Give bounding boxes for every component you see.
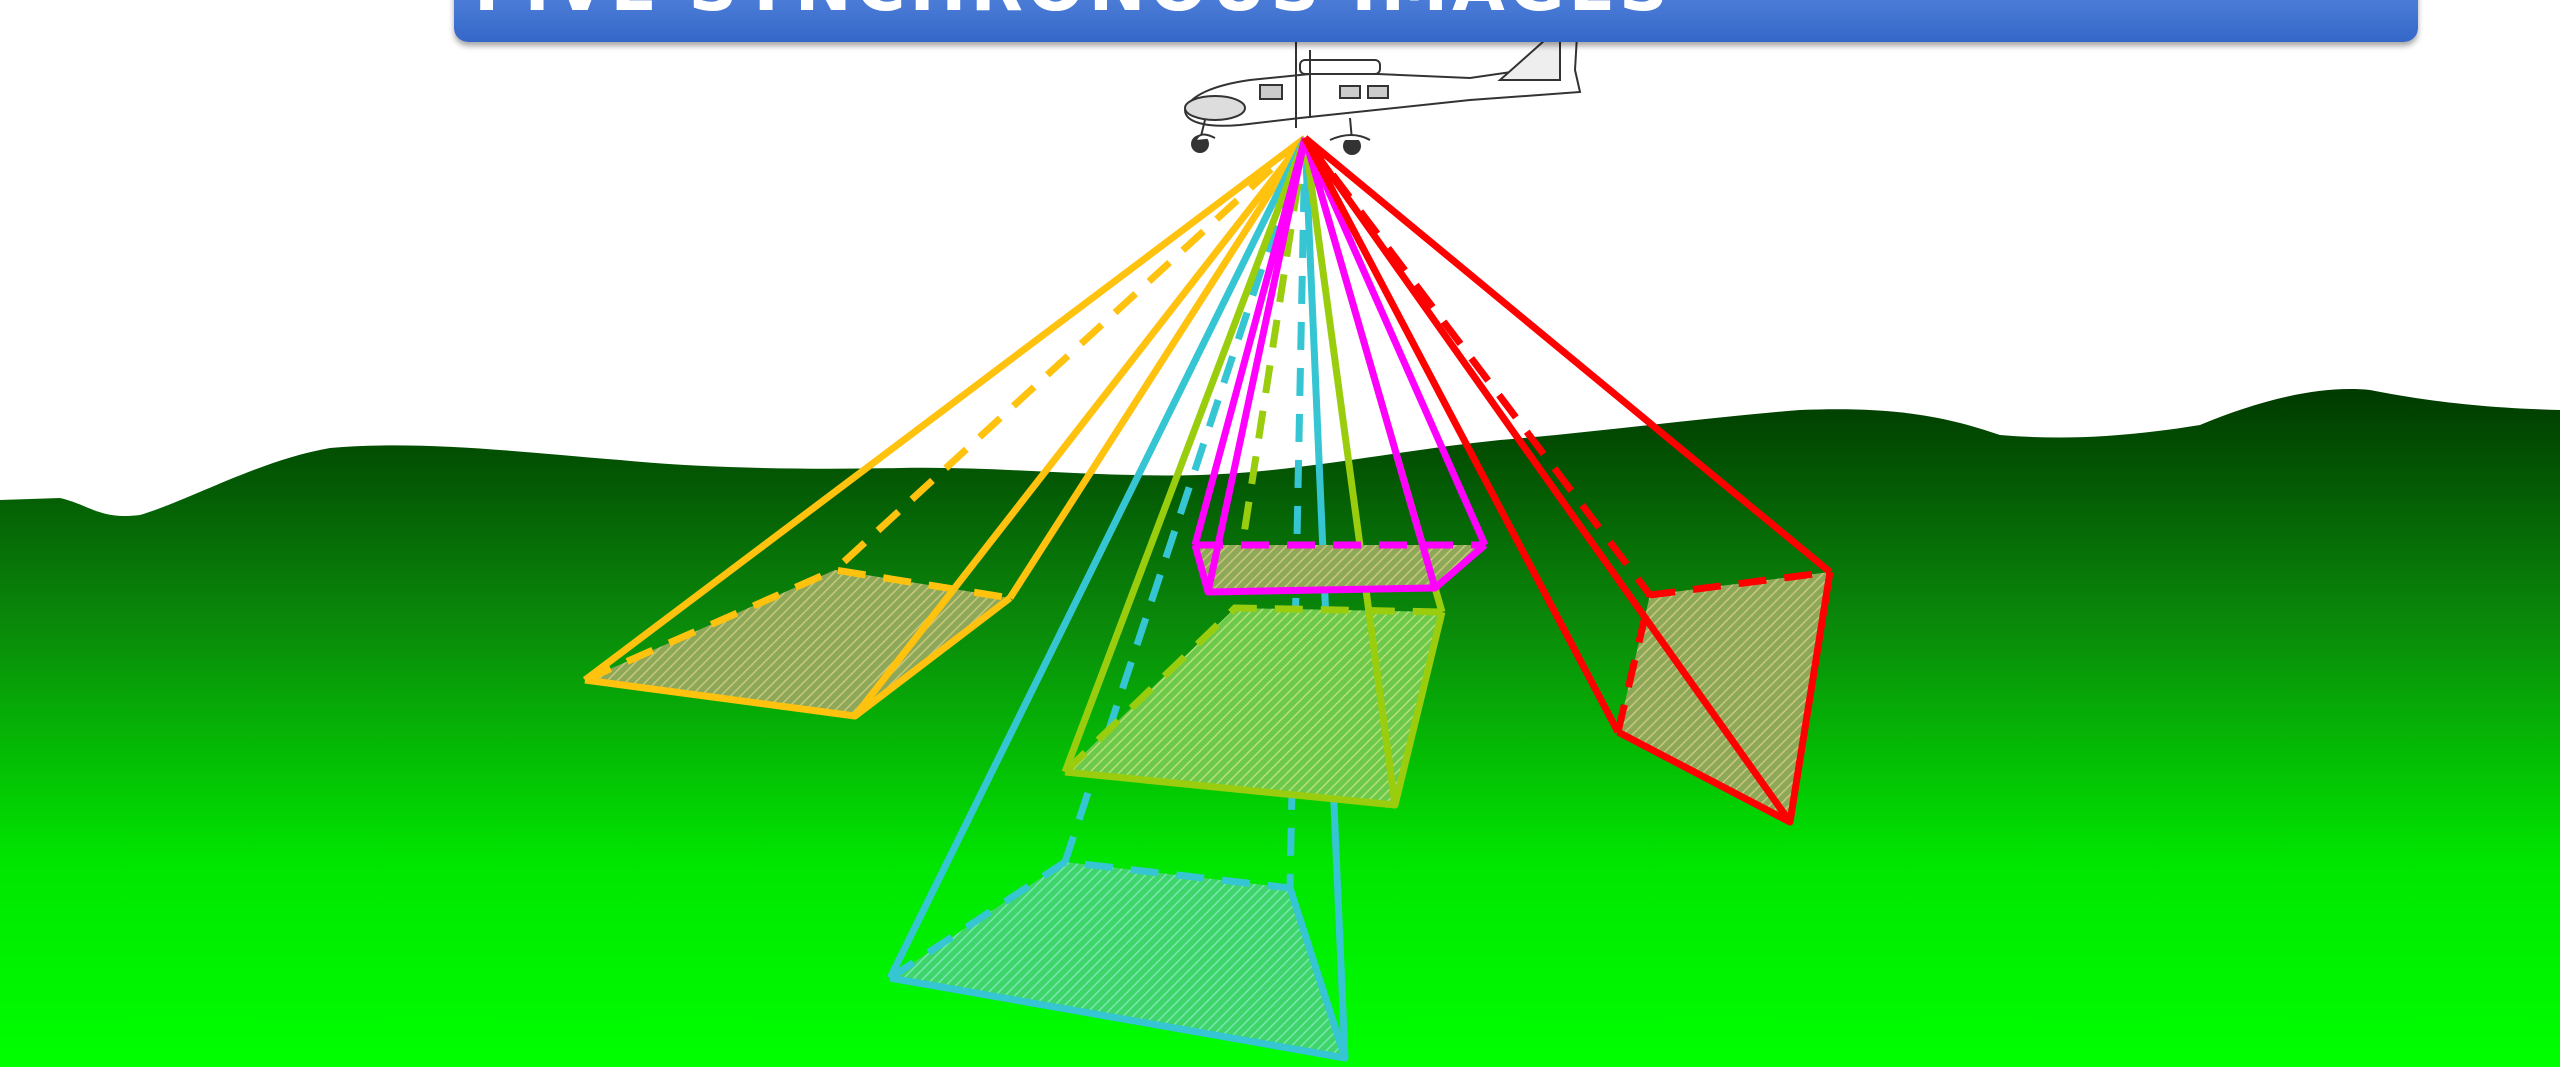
nadir-footprint <box>1191 136 1489 596</box>
right-oblique-footprint <box>1301 135 1834 826</box>
title-banner: FIVE SYNCHRONOUS IMAGES <box>454 0 2418 42</box>
left-oblique-footprint <box>582 135 1308 720</box>
page-title: FIVE SYNCHRONOUS IMAGES <box>474 0 1672 22</box>
rear-oblique-footprint <box>886 136 1349 1062</box>
forward-oblique-footprint <box>1061 136 1446 809</box>
aircraft-icon <box>1183 16 1582 155</box>
